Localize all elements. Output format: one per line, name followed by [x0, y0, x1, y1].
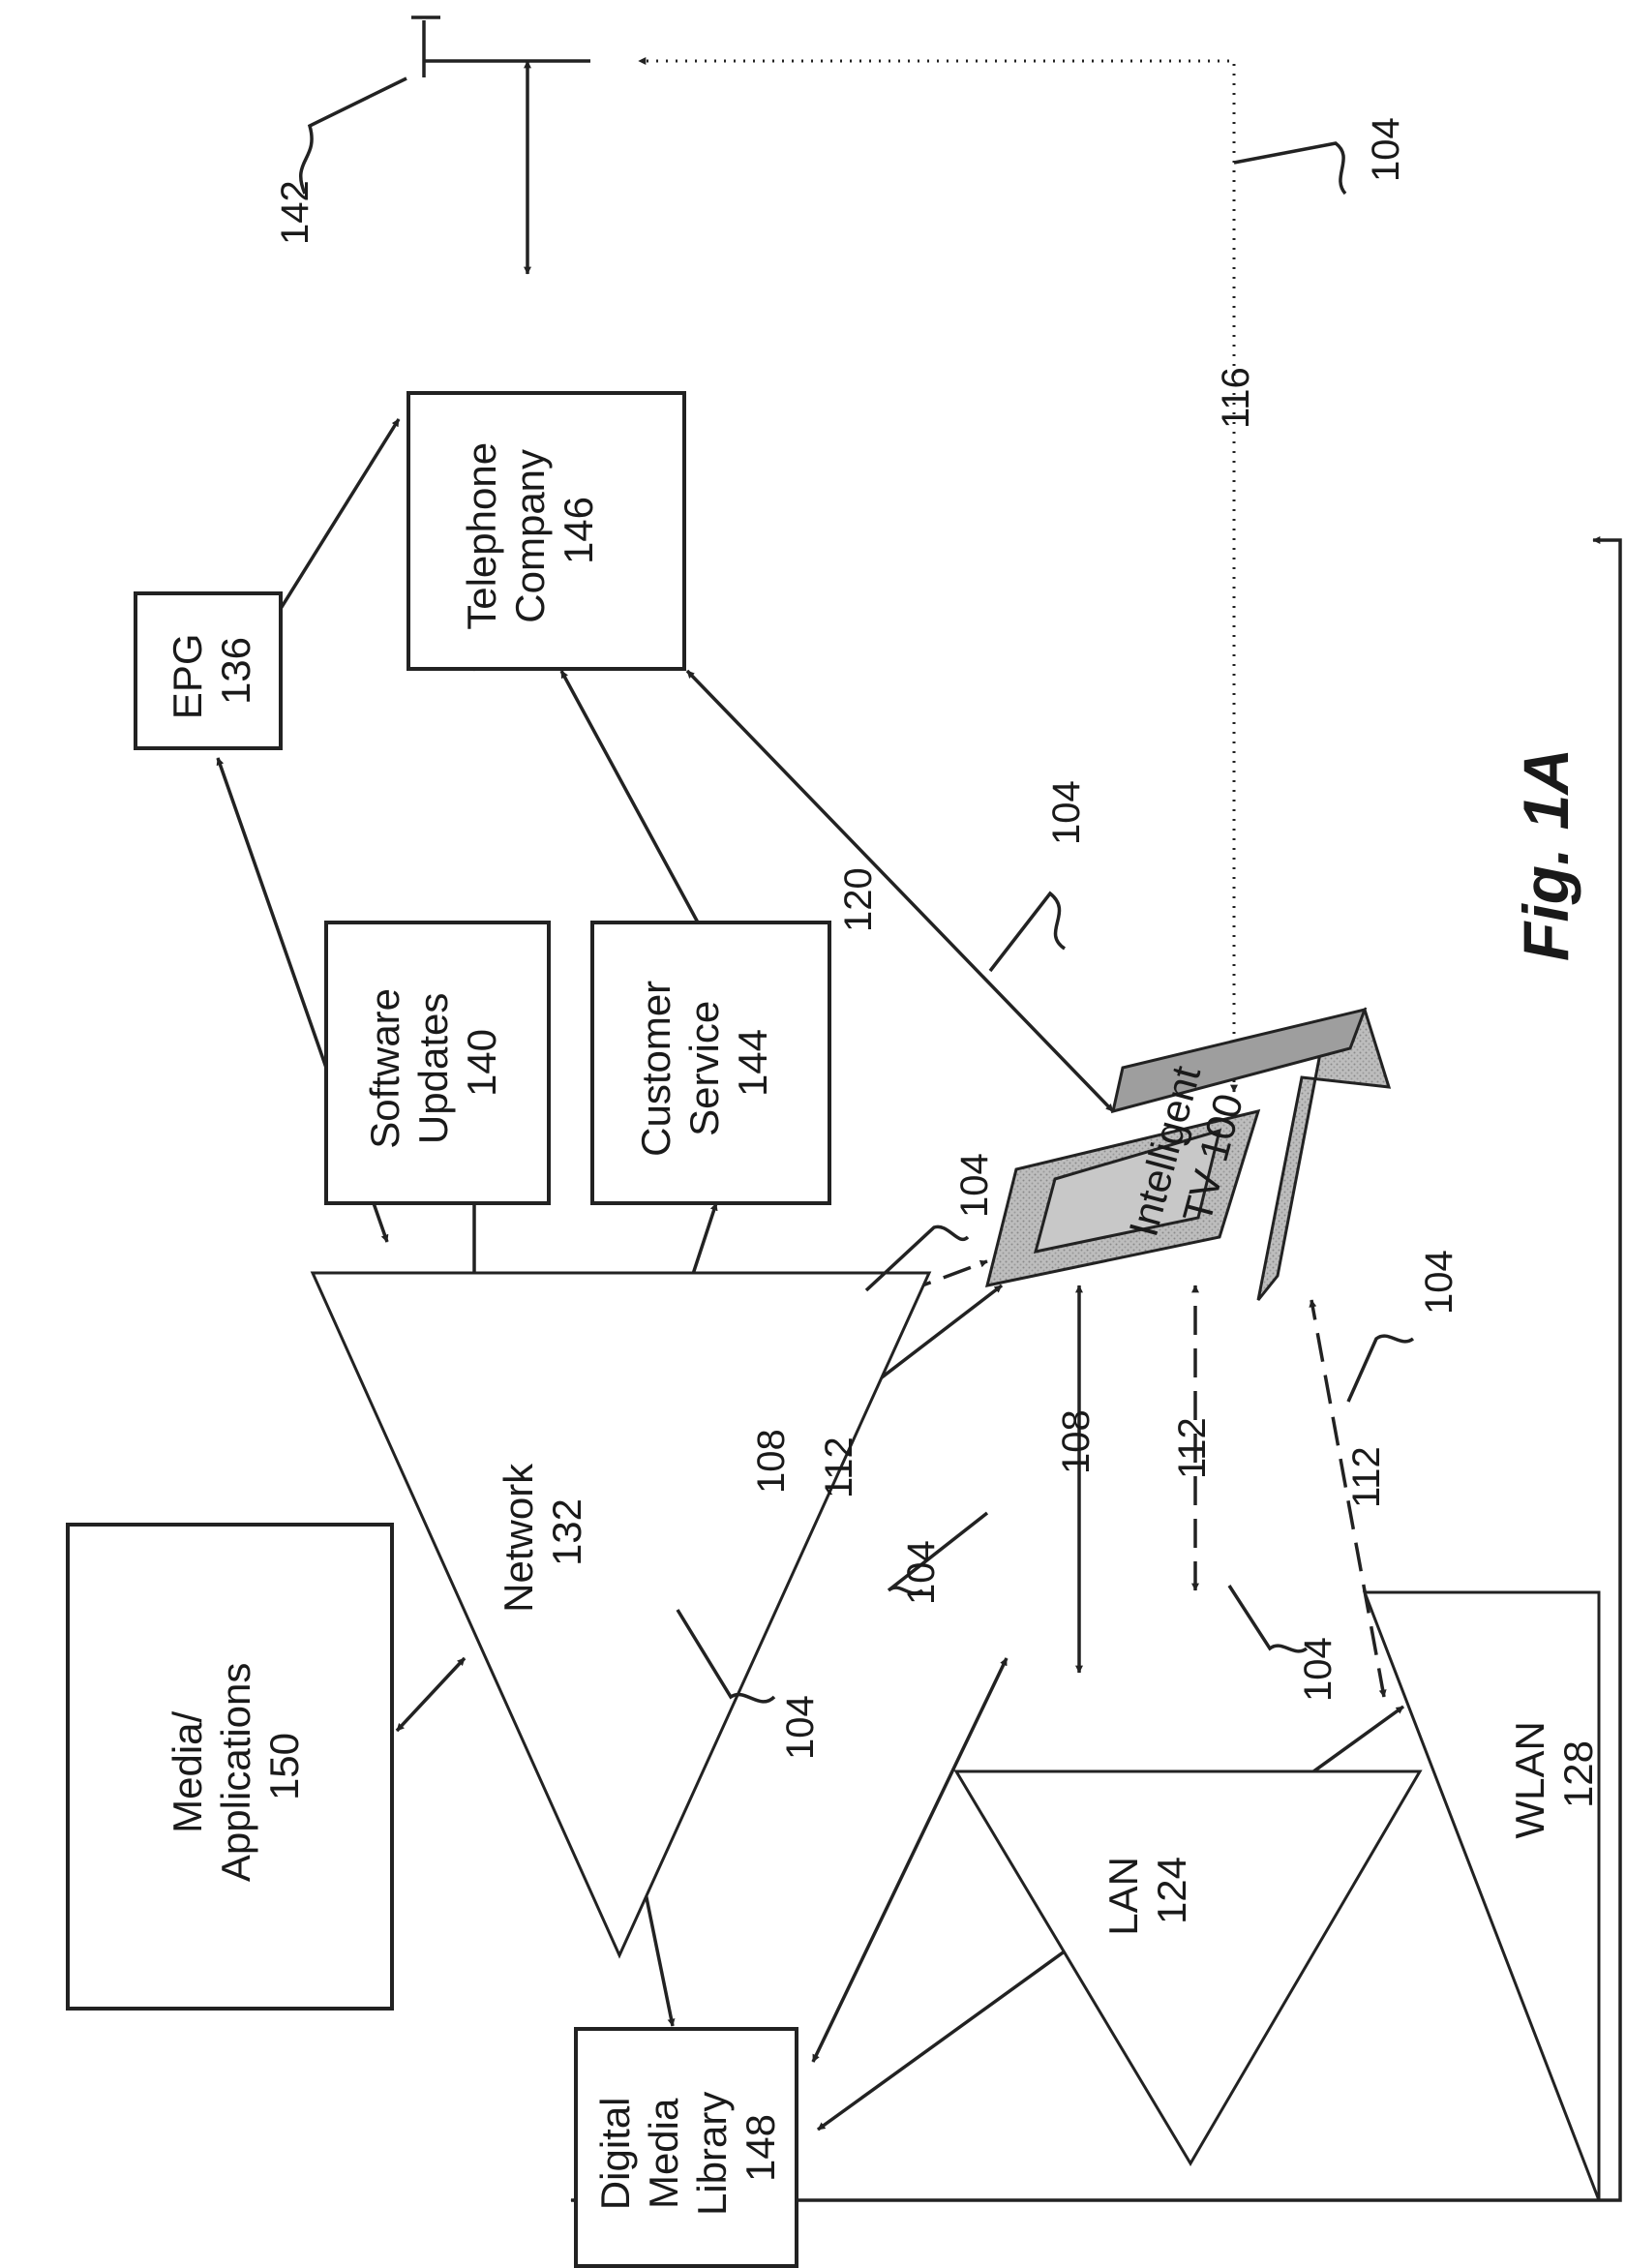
- ref-104-tvtop: 104: [953, 1153, 996, 1218]
- connector-lan-library: [813, 1658, 1007, 2062]
- ref-leader-104-wlan: [1348, 1336, 1413, 1402]
- ref-104-telco: 104: [1045, 780, 1088, 845]
- ref-leader-104-top: [1234, 143, 1345, 194]
- ref-leader-142: [301, 78, 406, 194]
- ref-112-lan: 112: [1171, 1417, 1214, 1479]
- ref-108-net: 108: [750, 1429, 793, 1494]
- ref-104-net: 104: [779, 1695, 822, 1760]
- ref-112-wlan: 112: [1345, 1446, 1388, 1508]
- connector-telco-customer: [561, 671, 716, 956]
- connector-media-network: [397, 1658, 465, 1731]
- ref-104-wlan: 104: [1418, 1250, 1460, 1315]
- figure-label: Fig. 1A: [1510, 748, 1581, 961]
- network-triangle: [313, 1273, 929, 1955]
- ref-104-lan112: 104: [1297, 1637, 1340, 1702]
- ref-leader-104-telco: [990, 893, 1065, 971]
- ref-104-lan108: 104: [900, 1540, 943, 1605]
- ref-104-top: 104: [1365, 117, 1407, 182]
- lan-triangle: [956, 1771, 1420, 2163]
- ref-142: 142: [274, 180, 316, 245]
- intelligent-tv: [987, 1010, 1389, 1300]
- antenna-icon: [411, 17, 590, 77]
- ref-120: 120: [837, 867, 880, 932]
- ref-leader-104-lan112: [1229, 1586, 1307, 1651]
- ref-116: 116: [1215, 367, 1257, 429]
- ref-108-lan: 108: [1055, 1409, 1098, 1474]
- wlan-triangle: [1365, 1592, 1599, 2200]
- ref-112-net: 112: [818, 1436, 860, 1498]
